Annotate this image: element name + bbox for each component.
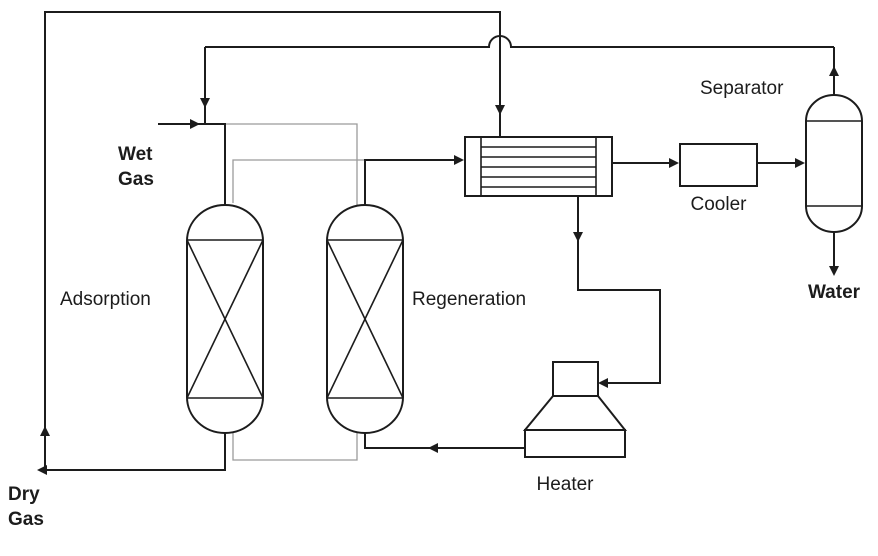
adsorption-vessel [186, 204, 264, 434]
arrow-exchanger-bottom-down-icon [573, 232, 583, 242]
arrow-exchanger-left-inlet-icon [454, 155, 464, 165]
pipes-secondary [225, 123, 365, 461]
wet-gas-label-line2: Gas [118, 169, 154, 190]
pipe-idle-bottom-crossover [232, 433, 358, 461]
heat-exchanger [464, 136, 613, 197]
arrow-recycle-up-icon [40, 426, 50, 436]
heater-unit [522, 361, 628, 458]
arrow-recycle-down-icon [200, 98, 210, 108]
wet-gas-label-line1: Wet [118, 144, 153, 165]
adsorption-label: Adsorption [60, 289, 151, 310]
cooler-box [679, 143, 758, 187]
dry-gas-label: Dry Gas [8, 482, 44, 532]
water-label: Water [807, 282, 861, 303]
pipe-exchanger-to-heater [577, 196, 661, 384]
pipes-primary [44, 11, 835, 471]
separator-vessel [805, 94, 863, 233]
heater-label: Heater [536, 474, 594, 495]
pipe-recycle-riser-and-top-run [44, 11, 501, 470]
arrow-into-separator-icon [795, 158, 805, 168]
arrow-into-cooler-icon [669, 158, 679, 168]
regeneration-vessel [326, 204, 404, 434]
arrow-heater-outlet-left-icon [428, 443, 438, 453]
heater-hood [522, 395, 628, 431]
cooler-unit [679, 143, 758, 187]
arrow-dry-gas-left-icon [37, 465, 47, 475]
pipe-idle-adsorption-overhead [232, 159, 365, 203]
wet-gas-label: Wet Gas [118, 142, 154, 192]
adsorption-packing-diagonal-2 [186, 239, 264, 399]
dry-gas-label-line2: Gas [8, 509, 44, 530]
heater-firebox [524, 429, 626, 458]
arrow-wet-gas-right-icon [190, 119, 200, 129]
separator-shell [805, 94, 863, 233]
regeneration-label: Regeneration [412, 289, 527, 310]
separator-label: Separator [700, 78, 784, 99]
arrow-into-heater-icon [598, 378, 608, 388]
heater-stack-box [552, 361, 599, 397]
pipe-dry-gas-outlet [47, 433, 226, 471]
regeneration-packing-diagonal-2 [326, 239, 404, 399]
pipe-regeneration-overhead-to-exchanger [364, 159, 454, 205]
arrow-exchanger-top-inlet-icon [495, 105, 505, 115]
dry-gas-label-line1: Dry [8, 484, 40, 505]
arrow-separator-overhead-up-icon [829, 66, 839, 76]
pipe-heater-to-regeneration [364, 433, 525, 449]
pipe-separator-overhead-header [205, 35, 834, 48]
pipe-idle-wetgas-to-regeneration [225, 123, 358, 207]
pipe-wet-gas-inlet [158, 123, 226, 205]
cooler-label: Cooler [690, 194, 747, 215]
flow-arrows [37, 66, 839, 475]
arrow-water-down-icon [829, 266, 839, 276]
